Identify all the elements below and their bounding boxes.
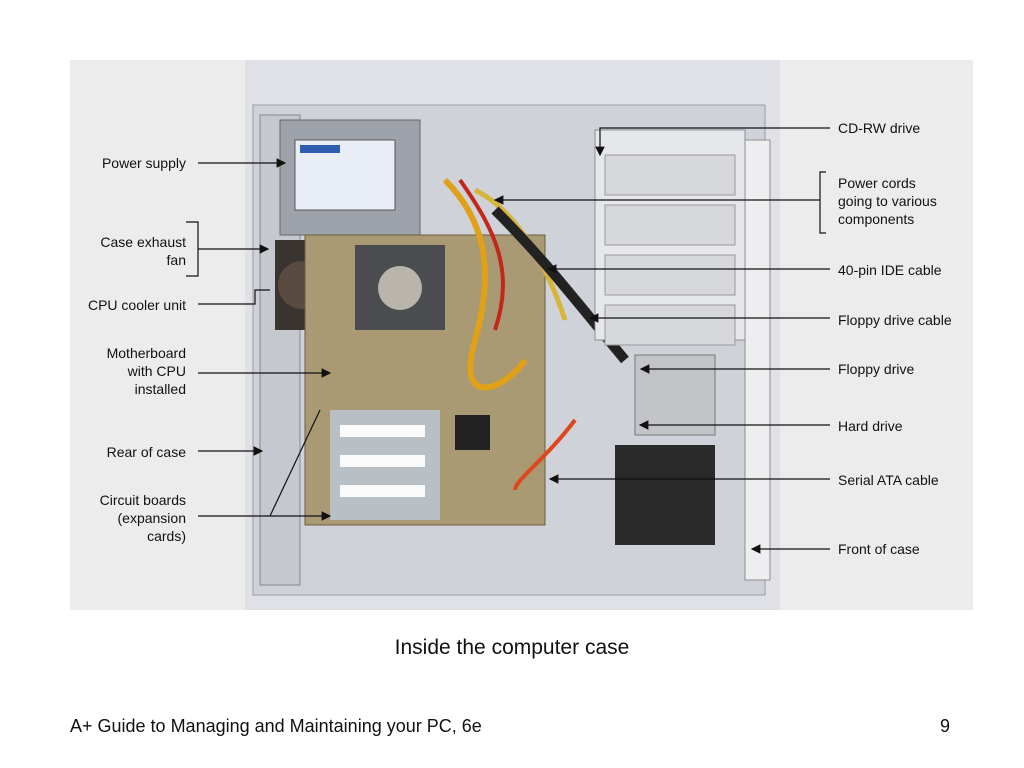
label-power-cords: Power cords going to various components [838, 175, 937, 227]
label-power-supply: Power supply [101, 155, 186, 171]
label-floppy-drive: Floppy drive [838, 361, 915, 377]
label-floppy-drive-cable: Floppy drive cable [838, 312, 952, 328]
label-ide-cable: 40-pin IDE cable [838, 262, 942, 278]
computer-case-photo [245, 60, 780, 610]
label-cpu-cooler-unit: CPU cooler unit [87, 297, 186, 313]
label-motherboard: Motherboard with CPU installed [106, 345, 186, 397]
footer-book-title: A+ Guide to Managing and Maintaining you… [70, 716, 482, 736]
label-front-of-case: Front of case [838, 541, 920, 557]
label-cd-rw-drive: CD-RW drive [838, 120, 921, 136]
label-circuit-boards: Circuit boards (expansion cards) [99, 492, 186, 544]
label-rear-of-case: Rear of case [106, 444, 186, 460]
label-hard-drive: Hard drive [838, 418, 903, 434]
label-serial-ata-cable: Serial ATA cable [838, 472, 939, 488]
footer-page-number: 9 [940, 716, 951, 736]
figure-caption: Inside the computer case [394, 636, 630, 659]
label-case-exhaust-fan: Case exhaust fan [100, 234, 186, 268]
